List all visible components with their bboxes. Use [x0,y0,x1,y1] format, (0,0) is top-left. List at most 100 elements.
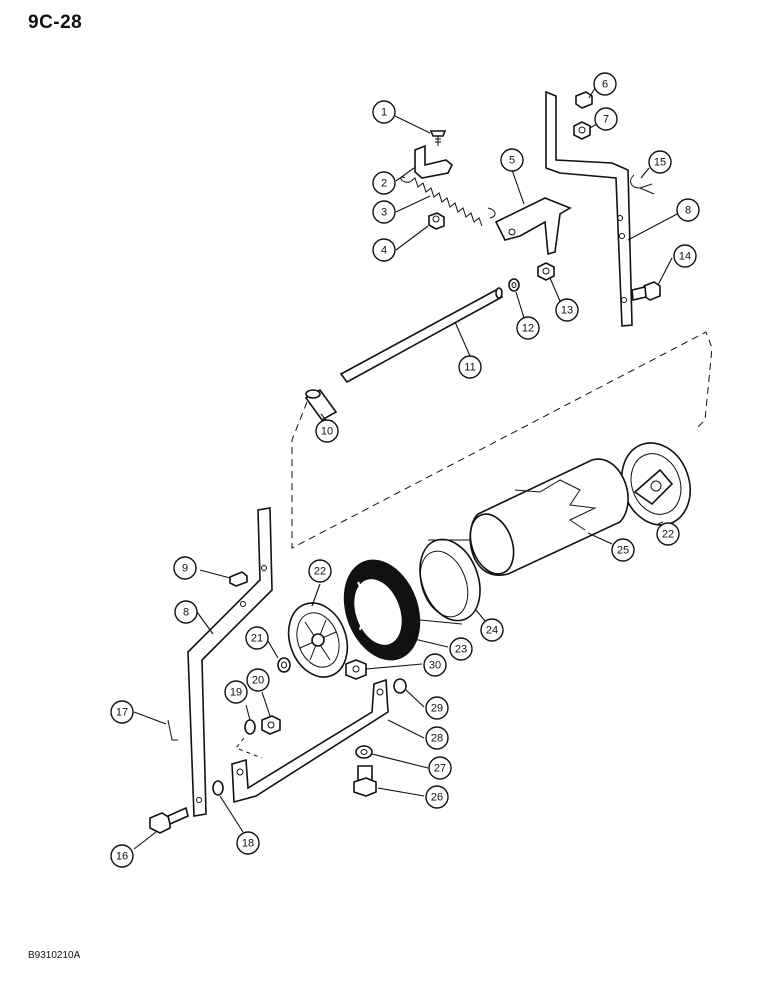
callout-label: 30 [429,660,441,672]
callout-6: 6 [593,72,617,96]
part-22-left-pulley [287,602,349,678]
callout-label: 27 [434,763,446,775]
callout-label: 16 [116,851,128,863]
callout-label: 14 [679,251,691,263]
part-12-washer [508,278,520,292]
part-2-bracket [414,144,453,179]
callout-label: 12 [522,323,534,335]
part-1-screw [429,130,447,146]
part-27-washer [355,745,373,759]
callout-20: 20 [246,668,270,692]
callout-29: 29 [425,696,449,720]
part-7-nut [573,121,591,140]
callout-4: 4 [372,238,396,262]
callout-25: 25 [611,538,635,562]
callout-label: 11 [464,362,475,374]
part-11-shaft [339,287,504,384]
callout-label: 22 [662,529,674,541]
callout-13: 13 [555,298,579,322]
callout-label: 13 [561,305,573,317]
callout-27: 27 [428,756,452,780]
part-25-roller-tube [469,458,629,577]
callout-label: 21 [251,633,263,645]
callout-label: 6 [602,79,608,91]
part-13-nut [537,262,555,281]
callout-label: 18 [242,838,254,850]
part-21-washer [277,657,291,673]
callout-label: 29 [431,703,443,715]
callout-label: 19 [230,687,242,699]
callout-label: 22 [314,566,326,578]
figure-code: B9310210A [28,950,81,961]
callout-24: 24 [480,618,504,642]
part-4-nut [428,212,445,230]
part-6-bolt [575,91,593,109]
callout-label: 9 [182,563,188,575]
callout-label: 15 [654,157,666,169]
callout-label: 2 [381,178,387,190]
part-3-spring [400,176,496,227]
part-26-bolt [353,765,377,797]
callout-7: 7 [594,107,618,131]
part-24-sleeve [419,538,481,625]
part-8-upper-bracket [545,90,633,327]
callout-label: 26 [431,792,443,804]
part-23-tire [343,559,421,661]
part-30-nut [345,659,367,680]
callout-14: 14 [673,244,697,268]
assembly-dashed-line [291,331,713,549]
part-28-arm-bracket [231,678,389,804]
callout-label: 20 [252,675,264,687]
part-15-cotter-pin [630,174,655,195]
part-29-washer [393,678,407,694]
callout-9: 9 [173,556,197,580]
callout-label: 5 [509,155,515,167]
callout-19: 19 [224,680,248,704]
callout-label: 8 [685,205,691,217]
callout-15: 15 [648,150,672,174]
callout-22: 22 [656,522,680,546]
callout-5: 5 [500,148,524,172]
part-drawings [149,90,713,834]
part-8-lower-bracket [187,507,273,817]
callout-16: 16 [110,844,134,868]
callout-18: 18 [236,831,260,855]
callout-layer: 1234567815141312111022259822212324201930… [110,72,700,868]
part-17-pin [167,719,178,741]
callout-3: 3 [372,200,396,224]
callout-label: 28 [431,733,443,745]
callout-28: 28 [425,726,449,750]
part-20-nut [261,715,281,735]
callout-23: 23 [449,637,473,661]
part-5-plate [494,197,572,256]
callout-label: 17 [116,707,128,719]
callout-10: 10 [315,419,339,443]
part-19-washer [244,719,256,735]
callout-8: 8 [174,600,198,624]
callout-2: 2 [372,171,396,195]
callout-11: 11 [458,355,482,379]
callout-1: 1 [372,100,396,124]
callout-30: 30 [423,653,447,677]
part-10-bushing [304,388,338,422]
callout-26: 26 [425,785,449,809]
part-14-bolt [631,281,661,301]
callout-22: 22 [308,559,332,583]
part-18-washer [212,780,224,796]
callout-label: 7 [603,114,609,126]
callout-label: 23 [455,644,467,656]
callout-label: 3 [381,207,387,219]
callout-8: 8 [676,198,700,222]
callout-label: 1 [381,107,387,119]
assembly-dashed-link [235,737,263,759]
callout-21: 21 [245,626,269,650]
callout-17: 17 [110,700,134,724]
part-16-bolt [149,806,189,834]
callout-label: 10 [321,426,333,438]
callout-label: 8 [183,607,189,619]
part-22-right-pulley [621,442,691,526]
callout-label: 24 [486,625,498,637]
callout-label: 25 [617,545,629,557]
part-9-bolt [229,571,248,587]
